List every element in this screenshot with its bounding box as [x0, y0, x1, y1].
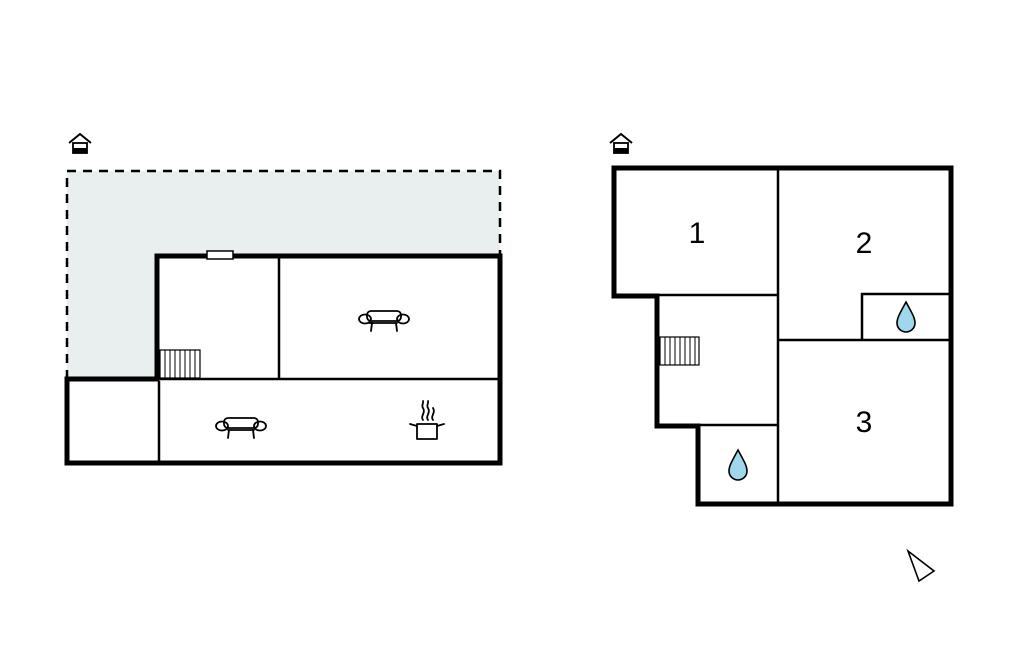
upper-floor-plan: 1 2 3 — [609, 132, 954, 507]
house-entrance-icon — [609, 132, 633, 154]
room-number-2: 2 — [856, 227, 873, 260]
stairs-icon — [159, 349, 201, 379]
room-number-1: 1 — [689, 217, 706, 250]
north-arrow-icon — [906, 548, 936, 583]
stairs-icon — [659, 336, 700, 366]
house-entrance-icon — [68, 132, 92, 154]
sofa-icon — [358, 310, 410, 332]
ground-floor-plan — [64, 132, 503, 466]
terrace-area — [65, 169, 502, 381]
room-number-3: 3 — [856, 406, 873, 439]
bathroom-wall — [860, 292, 951, 340]
water-drop-icon — [896, 300, 916, 333]
ground-floor-outer-wall — [64, 253, 503, 466]
sofa-icon — [215, 417, 267, 439]
cooking-pot-icon — [409, 400, 445, 440]
upper-floor-outer-wall — [611, 165, 954, 507]
window — [206, 250, 234, 260]
water-drop-icon — [728, 448, 748, 481]
